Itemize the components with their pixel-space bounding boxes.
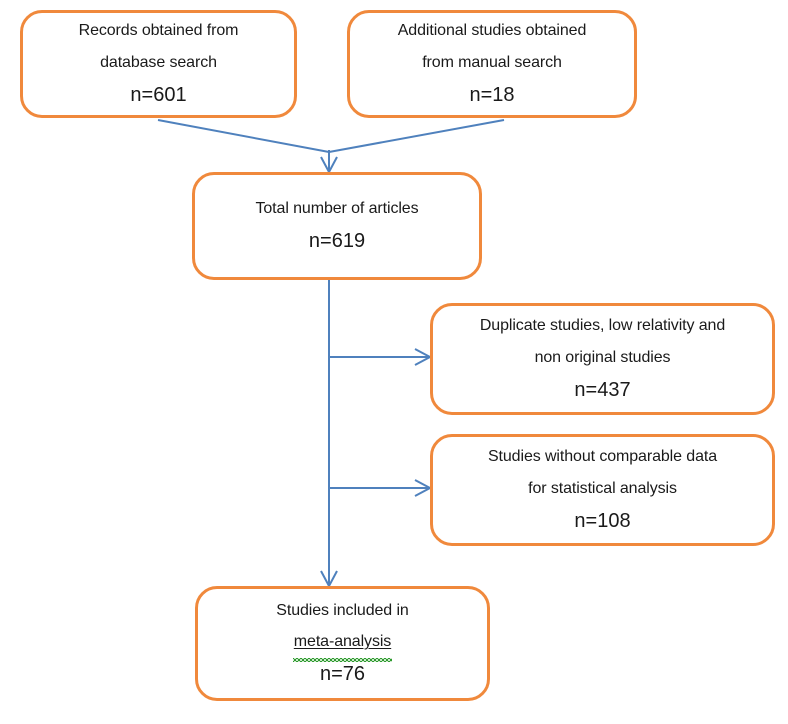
node-line-2: database search [100,53,217,71]
node-line-2: for statistical analysis [528,479,677,497]
node-line-1: Studies without comparable data [487,448,718,466]
node-line-1: Duplicate studies, low relativity and [479,317,726,335]
arrowhead-merge-to-total [320,156,338,175]
node-line-1: Records obtained from [78,22,239,40]
node-count: n=601 [130,83,187,106]
arrowhead-excluded-duplicates [414,348,433,366]
node-line-2-wrapper: meta-analysis [292,626,393,663]
connector-manual-search-to-merge [328,119,505,153]
node-line-2: from manual search [422,53,562,71]
node-studies-included-in-meta-analysis[interactable]: Studies included in meta-analysis n=76 [195,586,490,701]
node-line-1: Additional studies obtained [397,22,587,40]
node-line-1: Total number of articles [255,199,419,217]
node-count: n=619 [308,230,366,253]
connector-db-search-to-merge [157,119,330,153]
node-count: n=76 [319,663,366,686]
node-count: n=437 [574,378,631,401]
arrowhead-trunk-to-included [320,570,338,589]
node-records-from-database-search[interactable]: Records obtained from database search n=… [20,10,297,118]
node-additional-studies-manual-search[interactable]: Additional studies obtained from manual … [347,10,637,118]
node-count: n=18 [469,83,515,106]
node-count: n=108 [574,509,631,532]
arrowhead-excluded-no-data [414,479,433,497]
node-total-number-of-articles[interactable]: Total number of articles n=619 [192,172,482,280]
node-excluded-duplicate-studies[interactable]: Duplicate studies, low relativity and no… [430,303,775,415]
node-line-2: non original studies [534,348,671,366]
misspelled-term-meta-analysis: meta-analysis [292,626,393,663]
node-excluded-no-comparable-data[interactable]: Studies without comparable data for stat… [430,434,775,546]
node-line-1: Studies included in [276,601,409,619]
